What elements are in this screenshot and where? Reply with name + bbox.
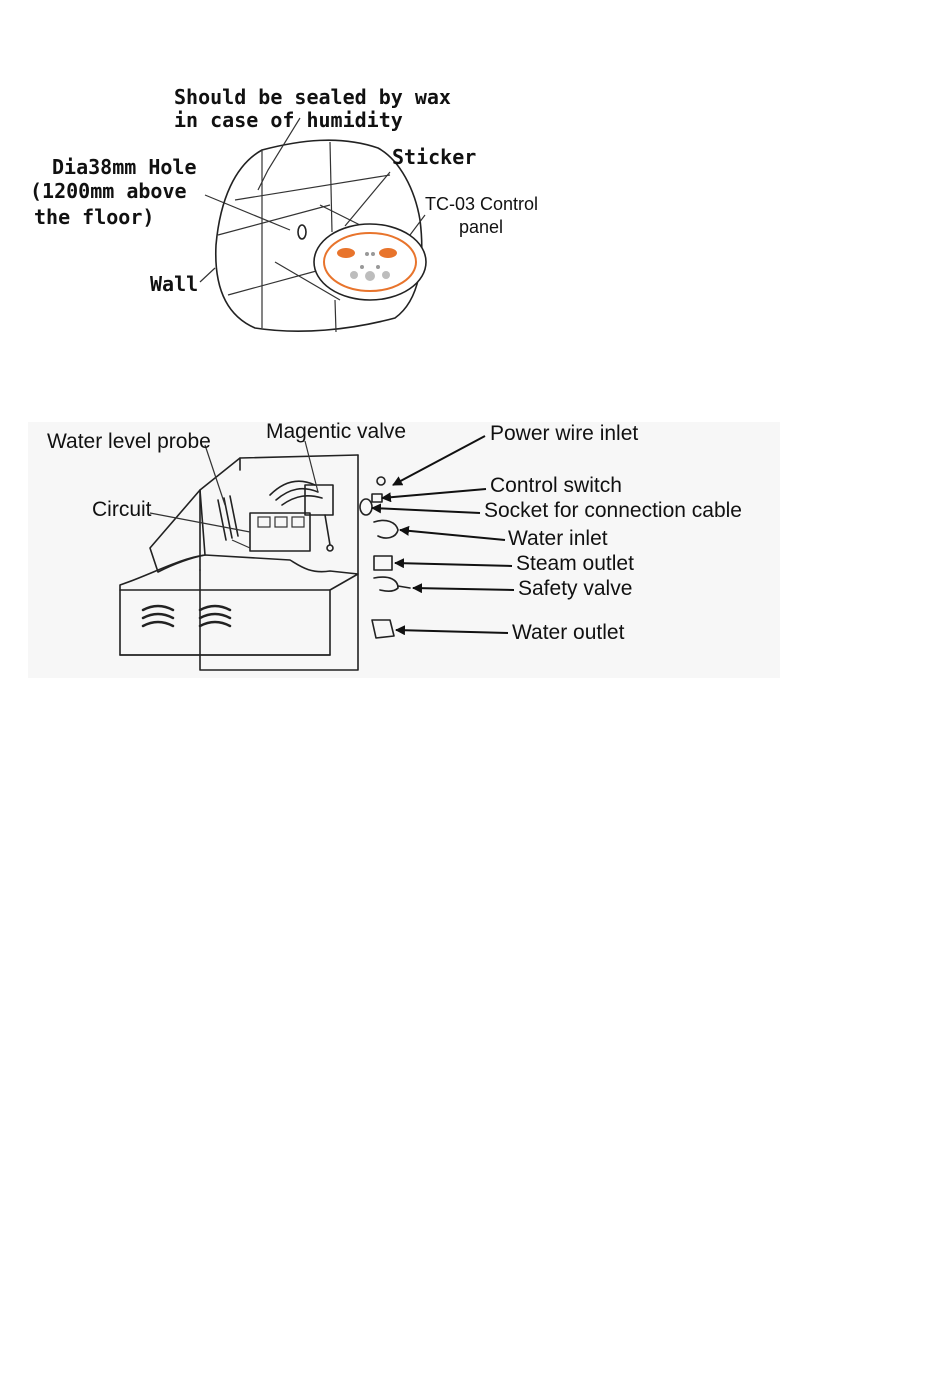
magnetic-valve-label: Magentic valve: [266, 420, 406, 443]
panel-display-left: [337, 248, 355, 258]
figure-background: [28, 422, 780, 678]
wax-note-line1: Should be sealed by wax: [174, 85, 451, 109]
hole-label-line3: the floor): [34, 205, 154, 229]
socket-label: Socket for connection cable: [484, 499, 742, 522]
tc03-control-panel: [314, 224, 426, 300]
water-outlet-label: Water outlet: [512, 621, 625, 644]
wall-label: Wall: [150, 272, 198, 296]
sticker-label: Sticker: [392, 145, 476, 169]
panel-button: [365, 271, 375, 281]
wall-mount-figure: Should be sealed by wax in case of humid…: [30, 85, 538, 332]
control-switch-label: Control switch: [490, 474, 622, 497]
water-inlet-label: Water inlet: [508, 527, 608, 550]
hole-label-line2: (1200mm above: [30, 179, 187, 203]
circuit-label: Circuit: [92, 498, 152, 521]
water-level-probe-label: Water level probe: [47, 430, 211, 453]
wall-hole: [298, 225, 306, 239]
control-panel-label-line2: panel: [459, 217, 503, 237]
steam-generator-figure: Water level probe Magentic valve Circuit…: [28, 420, 780, 678]
wax-note-line2: in case of humidity: [174, 108, 403, 132]
panel-button: [382, 271, 390, 279]
steam-outlet-label: Steam outlet: [516, 552, 634, 575]
power-wire-inlet-label: Power wire inlet: [490, 422, 638, 445]
panel-button: [350, 271, 358, 279]
safety-valve-label: Safety valve: [518, 577, 632, 600]
panel-display-right: [379, 248, 397, 258]
control-panel-label-line1: TC-03 Control: [425, 194, 538, 214]
hole-label-line1: Dia38mm Hole: [52, 155, 197, 179]
